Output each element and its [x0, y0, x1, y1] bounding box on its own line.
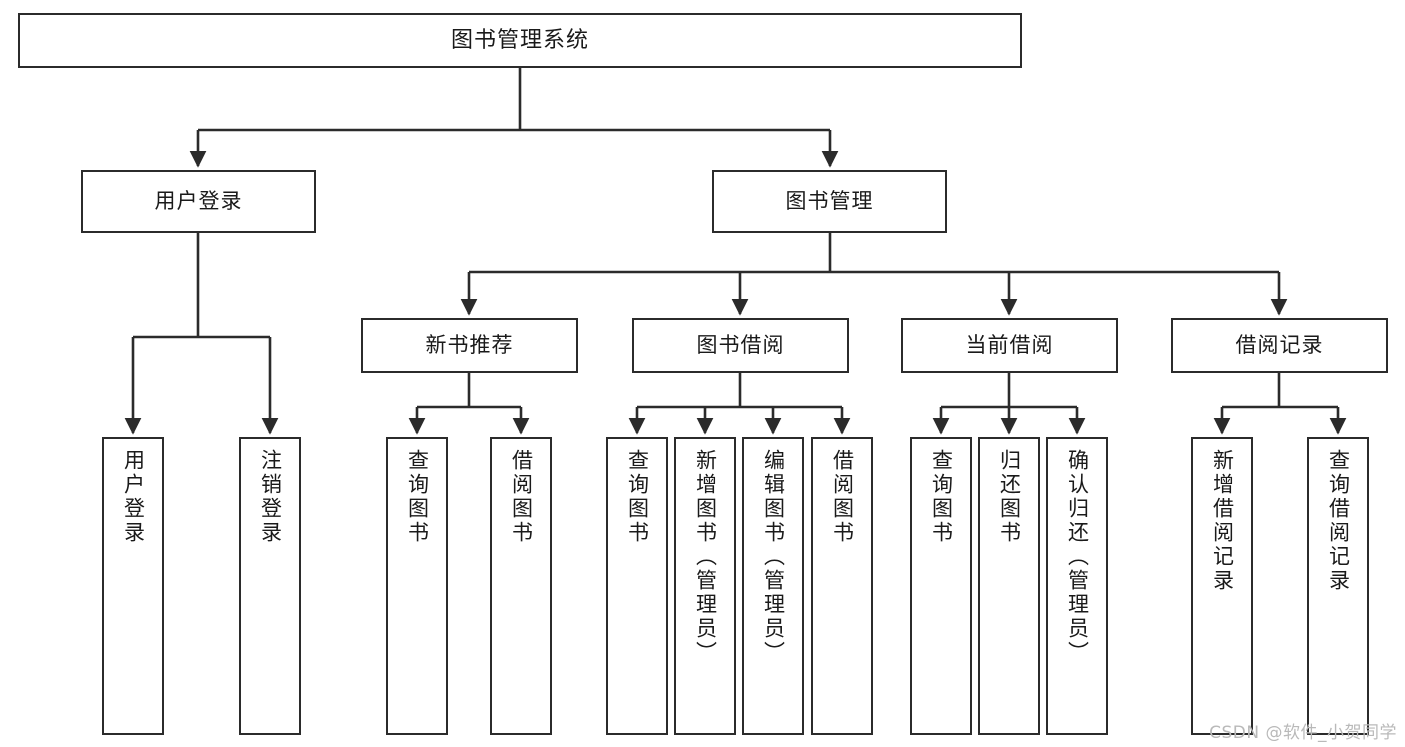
book-borrow-connectors — [628, 373, 851, 435]
node-leaf-return-book[interactable]: 归还图书 — [978, 437, 1040, 735]
node-leaf-logout-login[interactable]: 注销登录 — [239, 437, 301, 735]
node-current-borrow[interactable]: 当前借阅 — [901, 318, 1118, 373]
node-label: 新增借阅记录 — [1210, 449, 1235, 593]
node-new-book-recommend[interactable]: 新书推荐 — [361, 318, 578, 373]
node-label: 借阅图书 — [830, 449, 855, 545]
node-leaf-query-book-2[interactable]: 查询图书 — [606, 437, 668, 735]
node-label: 查询图书 — [929, 449, 954, 545]
node-leaf-user-login[interactable]: 用户登录 — [102, 437, 164, 735]
node-label: 用户登录 — [154, 189, 243, 214]
book-manage-connectors — [460, 233, 1288, 316]
node-label: 注销登录 — [258, 449, 283, 545]
node-leaf-add-book[interactable]: 新增图书（管理员） — [674, 437, 736, 735]
node-leaf-add-record[interactable]: 新增借阅记录 — [1191, 437, 1253, 735]
node-root-book-management-system[interactable]: 图书管理系统 — [18, 13, 1022, 68]
root-to-level2-connectors — [189, 68, 839, 168]
node-label: 查询图书 — [625, 449, 650, 545]
node-label: 当前借阅 — [965, 333, 1054, 358]
new-book-recommend-connectors — [408, 373, 530, 435]
node-label: 归还图书 — [997, 449, 1022, 545]
current-borrow-connectors — [932, 373, 1086, 435]
node-leaf-query-book-1[interactable]: 查询图书 — [386, 437, 448, 735]
node-label: 新书推荐 — [425, 333, 514, 358]
node-leaf-edit-book[interactable]: 编辑图书（管理员） — [742, 437, 804, 735]
node-label: 图书管理 — [785, 189, 874, 214]
node-label: 图书管理系统 — [450, 27, 589, 53]
borrow-record-connectors — [1213, 373, 1347, 435]
node-label: 确认归还（管理员） — [1065, 449, 1090, 665]
node-leaf-borrow-book-1[interactable]: 借阅图书 — [490, 437, 552, 735]
node-leaf-confirm-return[interactable]: 确认归还（管理员） — [1046, 437, 1108, 735]
node-label: 用户登录 — [121, 449, 146, 545]
node-leaf-query-book-3[interactable]: 查询图书 — [910, 437, 972, 735]
node-label: 查询图书 — [405, 449, 430, 545]
node-label: 图书借阅 — [696, 333, 785, 358]
node-borrow-record[interactable]: 借阅记录 — [1171, 318, 1388, 373]
node-leaf-borrow-book-2[interactable]: 借阅图书 — [811, 437, 873, 735]
node-book-manage[interactable]: 图书管理 — [712, 170, 947, 233]
user-login-connectors — [124, 233, 279, 435]
node-user-login[interactable]: 用户登录 — [81, 170, 316, 233]
node-label: 新增图书（管理员） — [693, 449, 718, 665]
node-label: 编辑图书（管理员） — [761, 449, 786, 665]
node-label: 借阅记录 — [1235, 333, 1324, 358]
node-leaf-query-record[interactable]: 查询借阅记录 — [1307, 437, 1369, 735]
node-book-borrow[interactable]: 图书借阅 — [632, 318, 849, 373]
node-label: 借阅图书 — [509, 449, 534, 545]
node-label: 查询借阅记录 — [1326, 449, 1351, 593]
